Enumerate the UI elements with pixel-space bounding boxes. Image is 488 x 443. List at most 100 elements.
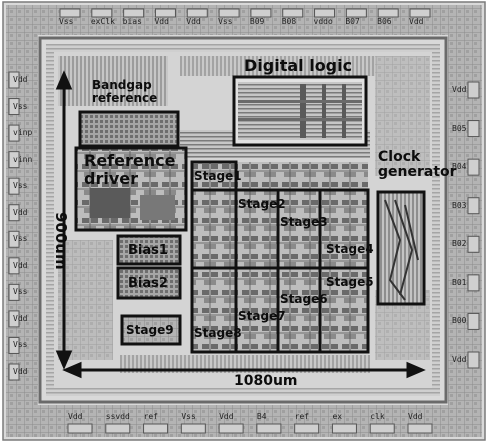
pad-right <box>467 197 480 215</box>
pad-label-top: B06 <box>377 17 392 26</box>
pad-label-bottom: Vss <box>181 412 196 421</box>
pad-top <box>186 8 208 18</box>
pad-left <box>8 98 20 116</box>
pad-left <box>8 336 20 354</box>
pad-bottom <box>67 423 93 434</box>
label-stage7: Stage7 <box>238 309 286 323</box>
pad-bottom <box>105 423 131 434</box>
pad-label-bottom: Vdd <box>68 412 83 421</box>
bias2-box <box>116 266 182 300</box>
label-bias1: Bias1 <box>128 243 168 258</box>
label-bandgap-reference: Bandgap reference <box>92 78 158 106</box>
pad-label-left: Vdd <box>13 260 28 270</box>
bandgap-reference-box <box>78 110 180 148</box>
pad-label-left: vinn <box>13 154 33 164</box>
pad-right <box>467 274 480 292</box>
pad-label-top: Vdd <box>186 17 201 26</box>
pad-top <box>123 8 145 18</box>
pad-left <box>8 204 20 222</box>
pad-label-bottom: clk <box>370 412 385 421</box>
label-reference-driver: Reference driver <box>84 151 176 188</box>
pad-right <box>467 81 480 99</box>
pad-top <box>282 8 304 18</box>
stage-grid <box>190 188 370 354</box>
pad-label-bottom: B4 <box>256 412 267 421</box>
pad-label-left: Vdd <box>13 367 28 376</box>
label-bias2: Bias2 <box>128 276 168 291</box>
pad-label-left: vinp <box>13 128 33 138</box>
pad-label-left: Vss <box>13 287 28 297</box>
pad-label-left: Vss <box>13 340 28 350</box>
reference-driver-box <box>74 146 188 232</box>
pad-top <box>154 8 176 18</box>
pad-left <box>8 71 20 89</box>
label-clock-generator: Clock generator <box>378 149 457 181</box>
pad-label-top: vddo <box>313 17 333 26</box>
pad-bottom <box>407 423 433 434</box>
clock-generator-box <box>376 190 426 306</box>
label-stage4: Stage4 <box>326 242 374 256</box>
pad-label-right: B03 <box>452 200 467 210</box>
pad-label-right: B00 <box>452 316 467 326</box>
pad-label-bottom: ref <box>143 412 158 421</box>
bias1-box <box>116 234 182 266</box>
label-stage9: Stage9 <box>126 323 174 337</box>
pad-top <box>409 8 431 18</box>
pad-bottom <box>331 423 357 434</box>
label-dimension-width: 1080um <box>234 373 298 389</box>
pad-label-top: B09 <box>249 17 265 26</box>
pad-label-bottom: ref <box>294 412 310 421</box>
label-stage8: Stage8 <box>194 326 242 340</box>
pad-left <box>8 151 20 169</box>
label-stage6: Stage6 <box>280 292 328 306</box>
pad-left <box>8 283 20 301</box>
label-stage3: Stage3 <box>280 215 328 229</box>
dimension-arrows <box>55 70 426 379</box>
pad-label-right: Vdd <box>452 355 467 364</box>
pad-left <box>8 124 20 142</box>
pad-right <box>467 312 480 330</box>
pad-bottom <box>218 423 244 434</box>
pad-top <box>218 8 240 18</box>
pad-label-left: Vss <box>13 101 28 111</box>
pad-right <box>467 235 480 253</box>
pad-label-right: Vdd <box>452 85 467 94</box>
pad-label-right: B04 <box>452 162 467 172</box>
pad-bottom <box>369 423 395 434</box>
pad-label-left: Vdd <box>13 75 28 84</box>
label-stage5: Stage5 <box>326 275 374 289</box>
pad-top <box>91 8 113 18</box>
pad-top <box>377 8 399 18</box>
pad-label-top: Vdd <box>154 17 169 26</box>
pad-label-top: exClk <box>90 17 115 26</box>
pad-label-top: B08 <box>281 17 297 26</box>
pad-top <box>59 8 81 18</box>
pad-label-top: Vss <box>59 17 74 26</box>
pad-left <box>8 257 20 275</box>
pad-label-top: B07 <box>345 17 360 26</box>
pad-label-bottom: Vdd <box>219 412 234 421</box>
label-stage2: Stage2 <box>238 197 286 211</box>
pad-label-right: B05 <box>452 123 467 133</box>
pad-right <box>467 351 480 369</box>
stage9-box <box>120 314 182 346</box>
pad-left <box>8 310 20 328</box>
pad-bottom <box>143 423 169 434</box>
pad-label-right: B02 <box>452 239 467 249</box>
digital-logic-box <box>232 75 368 147</box>
pad-label-left: Vdd <box>13 207 28 217</box>
pad-top <box>314 8 336 18</box>
pad-label-right: B01 <box>452 277 467 287</box>
pad-label-top: Vss <box>218 17 233 26</box>
pad-label-bottom: ex <box>332 412 343 421</box>
pad-label-bottom: ssvdd <box>105 412 130 421</box>
pad-label-top: bias <box>122 17 142 26</box>
pad-label-left: Vss <box>13 234 28 244</box>
pad-label-bottom: Vdd <box>408 412 423 421</box>
pad-bottom <box>180 423 206 434</box>
label-digital-logic: Digital logic <box>244 56 353 75</box>
pad-right <box>467 120 480 138</box>
pad-label-top: Vdd <box>409 17 424 26</box>
pad-right <box>467 158 480 176</box>
